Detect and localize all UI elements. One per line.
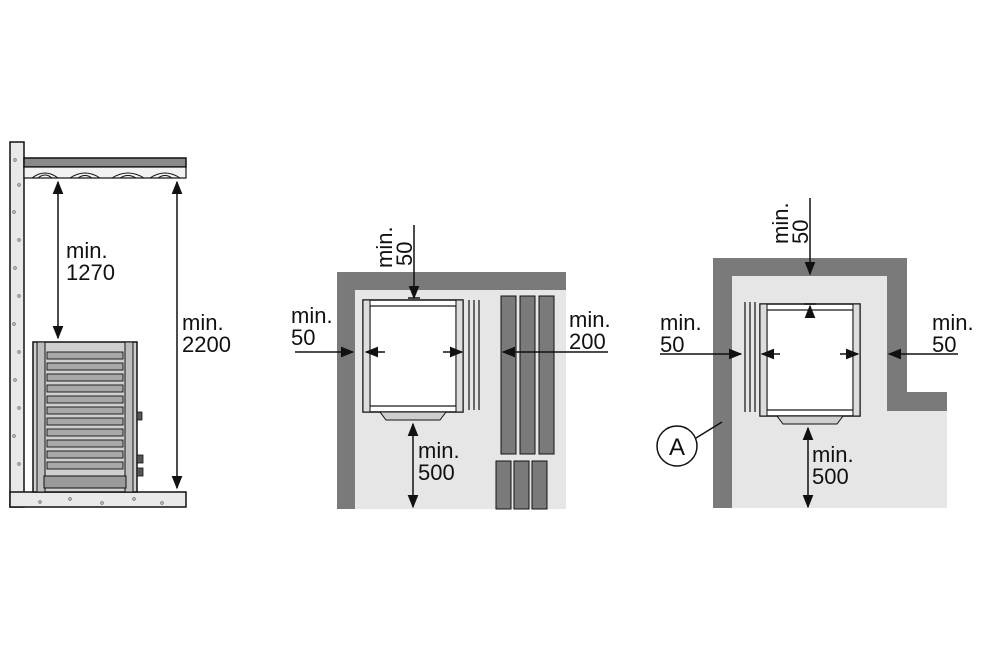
heater-top-a (362, 299, 464, 421)
plan-b-back-prefix: min. (768, 202, 793, 244)
plan-a-back-prefix: min. (372, 226, 397, 268)
plan-a-back-wall (337, 272, 566, 290)
callout-leader (695, 421, 723, 439)
side-ceiling (23, 157, 187, 168)
ceiling-gap-value: 1270 (66, 260, 115, 285)
plan-b-back-value: 50 (788, 220, 813, 244)
side-wall (9, 141, 25, 508)
plan-b-left-prefix: min. (660, 310, 702, 335)
plan-b-front-prefix: min. (812, 442, 854, 467)
benches (495, 295, 555, 510)
guard-rail (468, 300, 480, 410)
plan-a-back-value: 50 (392, 242, 417, 266)
total-height-value: 2200 (182, 332, 231, 357)
guard-rail-b (744, 302, 756, 412)
plan-b-front-value: 500 (812, 464, 849, 489)
plan-a-front-prefix: min. (418, 438, 460, 463)
heater-side (32, 341, 144, 493)
side-floor (9, 491, 187, 508)
plan-view-b: min. 50 min. 50 min. 50 min. 500 A (656, 198, 974, 509)
plan-a-front-value: 500 (418, 460, 455, 485)
heater-top-b (759, 303, 861, 425)
plan-view-a: min. 50 min. 50 min. 200 min. 500 (291, 225, 611, 510)
callout-label: A (669, 434, 685, 461)
plan-a-bench-value: 200 (569, 329, 606, 354)
plan-b-right-prefix: min. (932, 310, 974, 335)
plan-a-bench-prefix: min. (569, 307, 611, 332)
side-view: min. 1270 min. 2200 (9, 141, 231, 508)
wood-grain (31, 172, 181, 179)
heater-slats (46, 351, 124, 470)
plan-a-side-value: 50 (291, 325, 315, 350)
plan-b-left-value: 50 (660, 332, 684, 357)
plan-a-side-prefix: min. (291, 303, 333, 328)
total-height-prefix: min. (182, 310, 224, 335)
wall-speckles (12, 158, 21, 466)
callout-circle (656, 425, 698, 467)
plan-b-walls (713, 258, 947, 508)
ceiling-gap-prefix: min. (66, 238, 108, 263)
plan-b-right-value: 50 (932, 332, 956, 357)
plan-a-side-wall (337, 272, 355, 509)
